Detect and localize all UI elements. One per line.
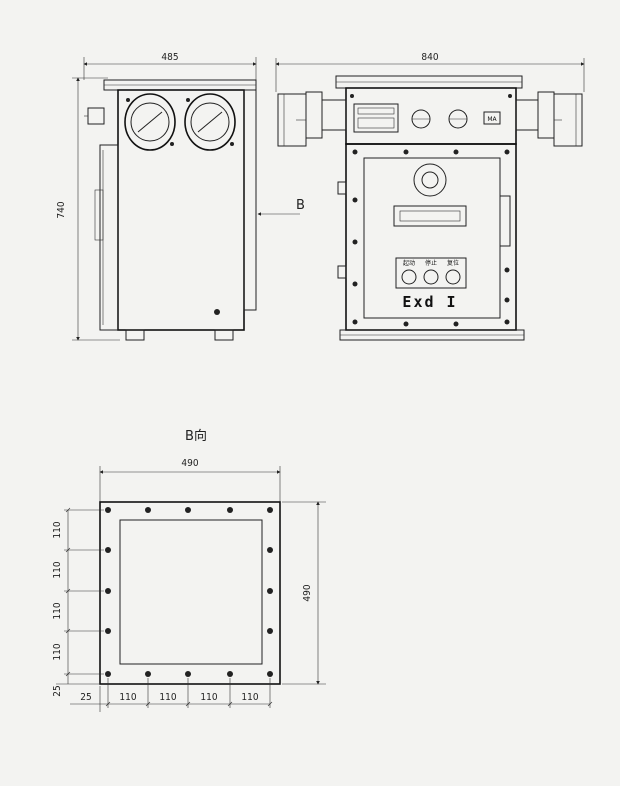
front-button-panel (395, 257, 467, 289)
front-lock-bar (499, 195, 511, 247)
view-arrow-b-label: B (296, 198, 305, 213)
front-nameplate (353, 103, 399, 133)
side-door-hinge (94, 189, 104, 241)
front-ex-mark: Exd I (402, 293, 457, 311)
front-button-1 (401, 269, 417, 285)
side-cable-gland-left (124, 93, 176, 151)
front-latch-bottom (337, 265, 347, 279)
front-switch-label-1: 起动 (403, 259, 415, 267)
front-latch-top (337, 181, 347, 195)
front-indicator-lamp (413, 163, 447, 197)
side-width-dim: 485 (161, 52, 178, 63)
front-enclosure-bolts (350, 94, 512, 327)
b-bottom-pitch-dims (70, 678, 273, 712)
b-left-offset: 25 (52, 685, 63, 696)
b-bottom-pitch-3: 110 (200, 692, 217, 703)
front-switch-label-2: 停止 (425, 259, 437, 267)
b-left-pitch-4: 110 (52, 643, 63, 660)
b-plate-bolts (105, 507, 273, 677)
side-foot-right (214, 329, 234, 341)
side-handle (87, 107, 105, 125)
b-opening (119, 519, 263, 665)
side-door (99, 144, 119, 331)
b-left-pitch-1: 110 (52, 521, 63, 538)
b-view-title: B向 (185, 428, 207, 444)
b-width-dim: 490 (181, 458, 198, 469)
side-view: 485 740 (56, 52, 305, 341)
b-left-pitch-2: 110 (52, 561, 63, 578)
b-left-pitch-3: 110 (52, 602, 63, 619)
side-foot-left (125, 329, 145, 341)
side-cable-gland-right (184, 93, 236, 151)
b-bottom-offset: 25 (80, 692, 91, 703)
b-height-dim: 490 (302, 584, 313, 601)
b-mounting-plate (99, 501, 281, 685)
front-button-3 (445, 269, 461, 285)
front-button-2 (423, 269, 439, 285)
front-display-window (393, 205, 467, 227)
front-width-dim: 840 (421, 52, 438, 63)
side-body (117, 89, 245, 331)
front-tag-plate (483, 111, 501, 125)
front-left-inlet (277, 91, 347, 147)
b-bottom-pitch-1: 110 (119, 692, 136, 703)
side-back-panel (243, 89, 257, 311)
side-height-dim: 740 (56, 201, 67, 218)
front-right-inlet (515, 91, 583, 147)
front-tag-text: MA (487, 116, 497, 123)
front-view: 840 MA (275, 52, 585, 341)
b-bottom-pitch-2: 110 (159, 692, 176, 703)
front-switch-label-3: 复位 (447, 259, 459, 267)
b-bottom-pitch-4: 110 (241, 692, 258, 703)
b-view: B向 490 490 (52, 428, 326, 712)
b-left-pitch-dims (56, 507, 104, 685)
